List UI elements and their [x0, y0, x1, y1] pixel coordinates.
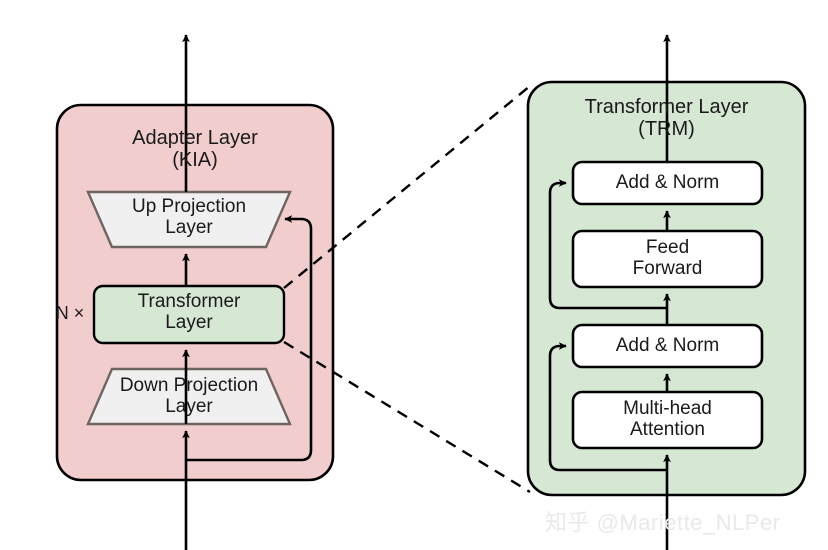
add-norm-top-shape — [571, 160, 764, 206]
trm-residual-attention — [548, 342, 667, 472]
expansion-line-bottom — [283, 340, 531, 494]
up-projection-layer-shape — [86, 190, 292, 249]
transformer-layer-shape — [92, 284, 286, 345]
watermark: 知乎 @Mariette_NLPer — [545, 510, 781, 535]
expansion-line-top — [283, 85, 531, 289]
multi-head-attention-shape — [571, 390, 764, 450]
feed-forward-shape — [571, 229, 764, 289]
add-norm-bottom-shape — [571, 323, 764, 369]
adapter-skip-connection — [186, 215, 313, 462]
trm-residual-feedforward — [548, 179, 667, 310]
down-projection-layer-shape — [86, 367, 292, 426]
